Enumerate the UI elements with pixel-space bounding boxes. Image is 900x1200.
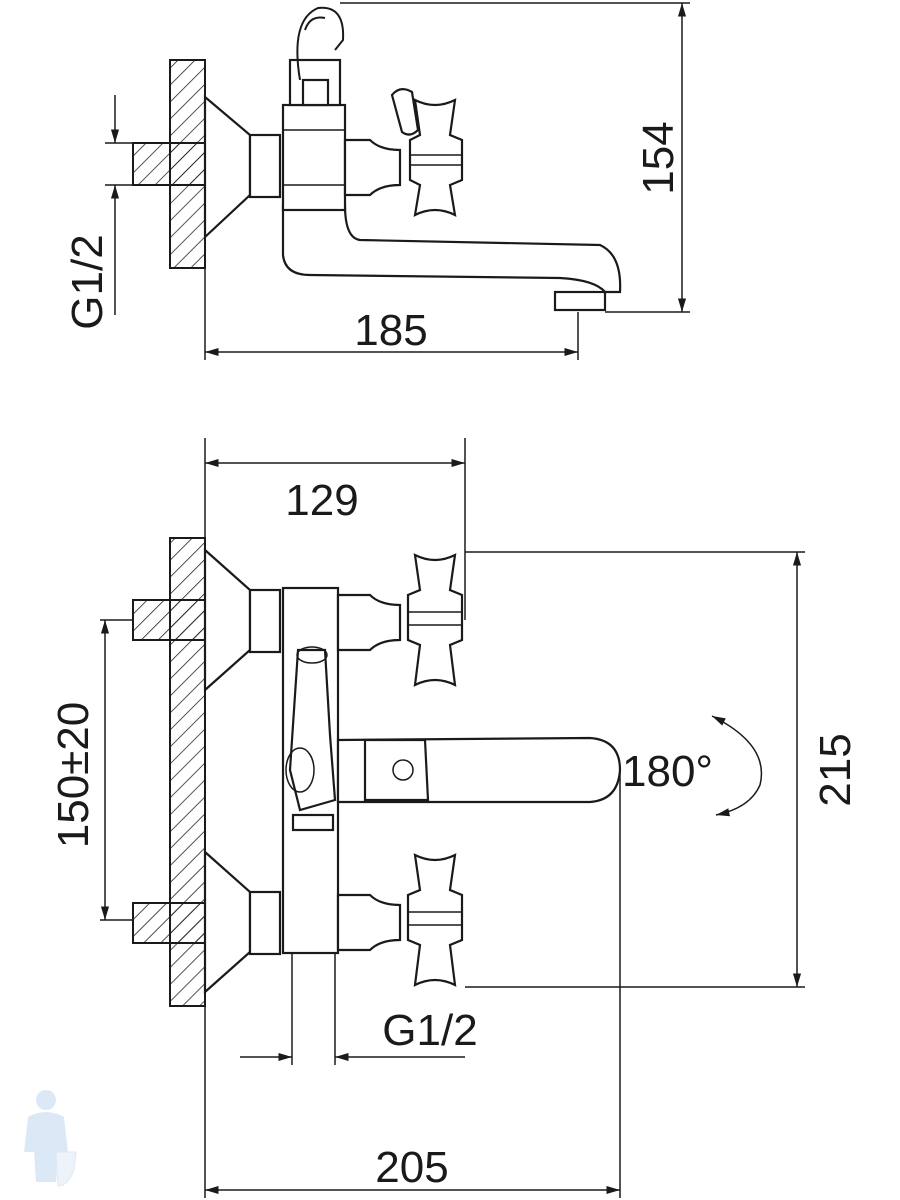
spout [281, 203, 622, 294]
inlet-pipe-upper [132, 599, 206, 641]
nut-upper [248, 588, 282, 654]
cross-handle-upper [406, 553, 464, 687]
escutcheon [203, 94, 252, 240]
top-width-label: 185 [354, 306, 427, 355]
valve-body [281, 103, 347, 212]
top-thread-label: G1/2 [63, 234, 112, 329]
top-height-label: 154 [634, 121, 683, 194]
plumber-logo-icon [24, 1090, 77, 1187]
thread-label: G1/2 [382, 1006, 477, 1055]
inlet-pipe-lower [132, 902, 206, 944]
bottom-view: 129 215 180° 150±20 G1/2 205 [49, 438, 860, 1198]
cross-handle-lower [406, 853, 464, 987]
hand-shower-hook [296, 6, 345, 81]
top-view: 154 185 G1/2 [63, 2, 690, 360]
cross-handle [408, 98, 464, 217]
diverter-lever [390, 88, 420, 136]
nut-lower [248, 890, 282, 956]
spout-aerator [553, 290, 607, 312]
depth-label: 129 [285, 476, 358, 525]
escutcheon-lower [203, 849, 252, 995]
inlet-pipe [132, 142, 206, 186]
width-label: 205 [375, 1143, 448, 1192]
cartridge [343, 138, 402, 197]
nut [248, 133, 282, 199]
rotation-label: 180° [622, 747, 713, 796]
height-label: 215 [811, 733, 860, 806]
center-distance-label: 150±20 [49, 702, 98, 849]
rotation-arrow-icon [711, 715, 763, 817]
escutcheon-upper [203, 547, 252, 693]
